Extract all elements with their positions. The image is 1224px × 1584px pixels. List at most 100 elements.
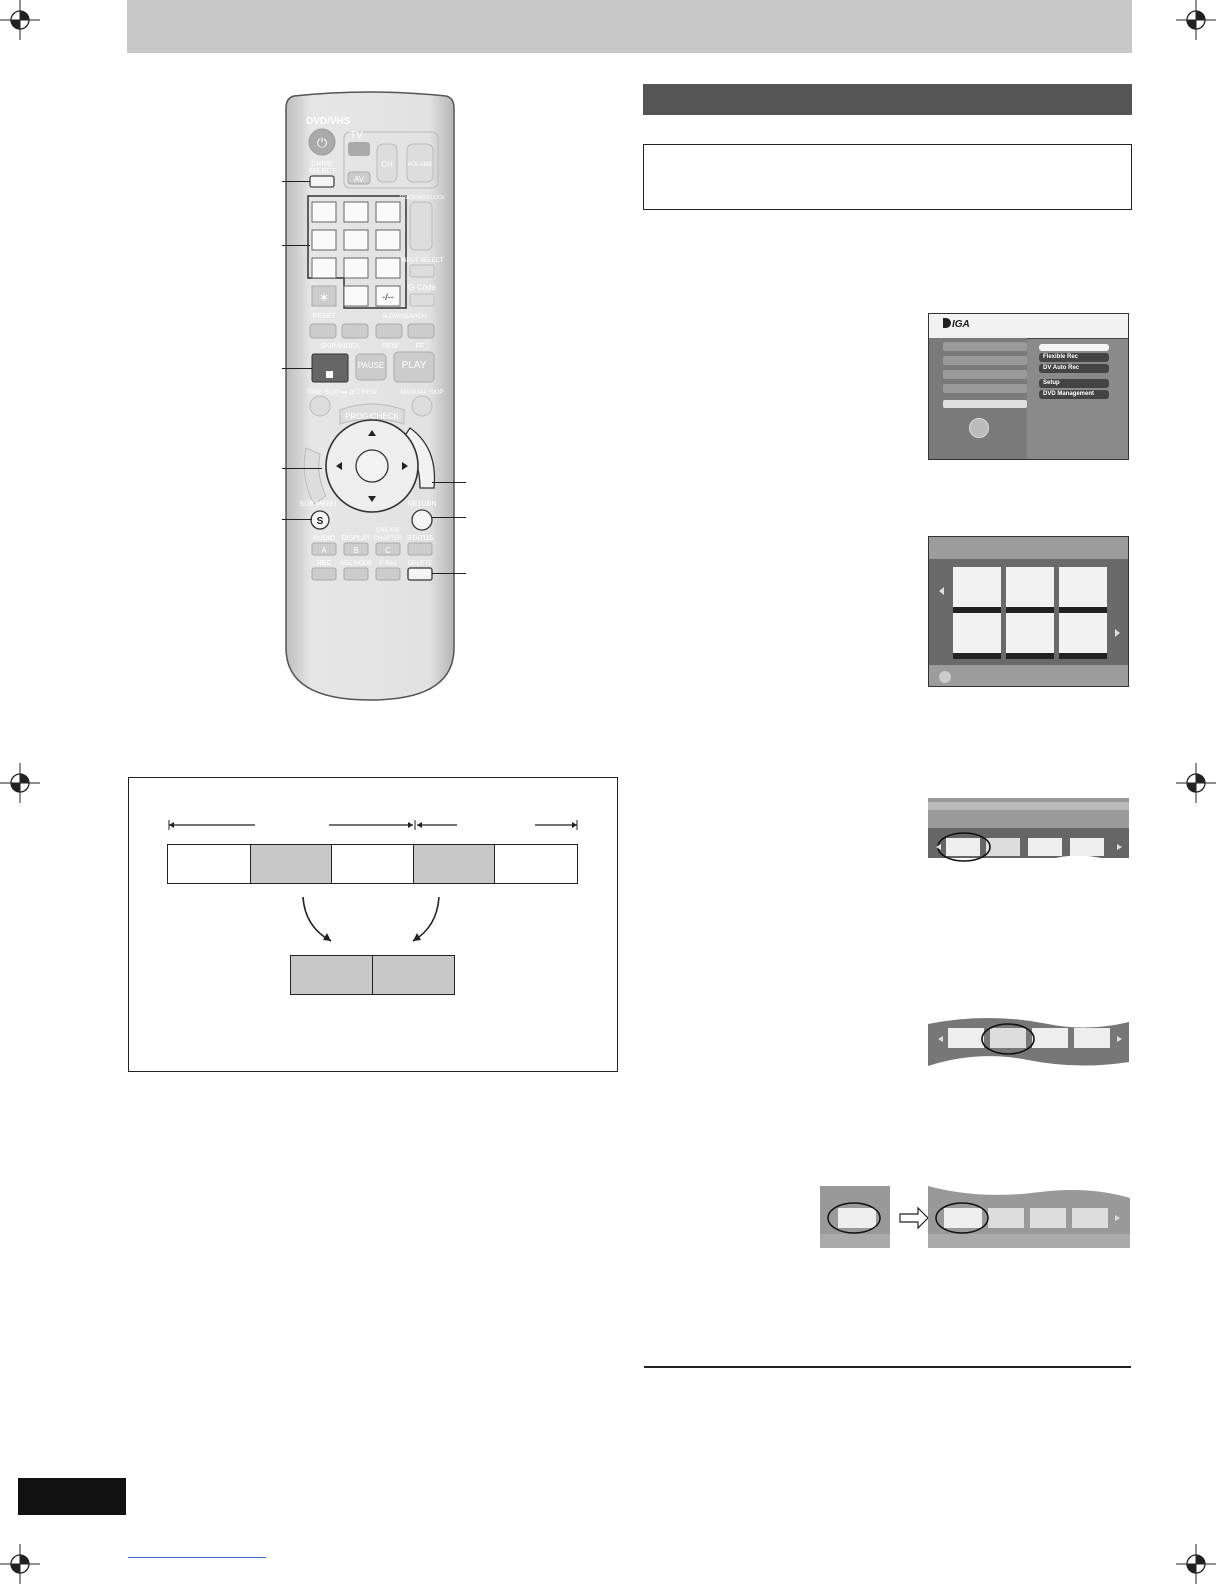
footer-rule bbox=[644, 1366, 1131, 1368]
menu-highlight-bar[interactable] bbox=[1039, 344, 1109, 351]
sub-menu-key-label: S bbox=[317, 516, 324, 527]
result-segment-2 bbox=[372, 955, 455, 995]
return-button[interactable] bbox=[411, 509, 433, 531]
film-strip-before-after bbox=[820, 1186, 1130, 1248]
play-label: PLAY bbox=[402, 360, 427, 371]
left-arrow-icon[interactable] bbox=[939, 587, 944, 595]
film-strip-screen-2 bbox=[928, 1018, 1129, 1066]
key-a-label: A bbox=[321, 546, 327, 555]
key-c-label: C bbox=[385, 546, 391, 555]
input-select-button[interactable] bbox=[409, 264, 435, 278]
stop-button[interactable] bbox=[311, 353, 349, 383]
enter-button[interactable] bbox=[355, 449, 389, 483]
segment-1 bbox=[167, 844, 251, 884]
number-key-zero[interactable] bbox=[343, 285, 369, 307]
ch-rocker[interactable] bbox=[376, 143, 398, 183]
star-key-label: ∗ bbox=[319, 290, 329, 304]
return-label: RETURN bbox=[407, 501, 436, 508]
reset-label: RESET bbox=[312, 313, 336, 320]
time-slip-button[interactable] bbox=[309, 395, 331, 417]
callout-line-drive-select bbox=[282, 181, 310, 183]
manual-skip-label: MANUAL SKIP bbox=[400, 389, 443, 396]
thumbnail[interactable] bbox=[1059, 613, 1107, 659]
callout-line-return bbox=[432, 517, 466, 519]
skip-forward-button[interactable] bbox=[341, 323, 369, 339]
rec-mode-button[interactable] bbox=[343, 567, 369, 581]
pause-label: PAUSE bbox=[358, 361, 385, 370]
number-key[interactable] bbox=[311, 201, 337, 223]
drive-select-button[interactable] bbox=[309, 175, 335, 188]
thumbnail[interactable] bbox=[1006, 567, 1054, 613]
rec-mode-label: REC MODE bbox=[340, 561, 372, 567]
number-key[interactable] bbox=[375, 229, 401, 251]
footer-link-underline[interactable] bbox=[128, 1557, 266, 1558]
create-chapter-c-button[interactable] bbox=[375, 542, 401, 556]
thumbnail[interactable] bbox=[1006, 613, 1054, 659]
thumbnail[interactable] bbox=[953, 613, 1001, 659]
number-key[interactable] bbox=[343, 201, 369, 223]
menu-option-flexible-rec[interactable]: Flexible Rec bbox=[1039, 353, 1109, 362]
volume-label: VOLUME bbox=[407, 162, 432, 168]
number-key[interactable] bbox=[311, 257, 337, 279]
audio-a-button[interactable] bbox=[311, 542, 337, 556]
star-key[interactable] bbox=[311, 285, 337, 307]
registration-mark-mid-left bbox=[0, 763, 40, 803]
ff-button[interactable] bbox=[407, 323, 435, 339]
prog-check-label: PROG/CHECK bbox=[345, 412, 399, 421]
note-box bbox=[643, 144, 1132, 210]
thumbnail[interactable] bbox=[953, 567, 1001, 613]
menu-option-setup[interactable]: Setup bbox=[1039, 379, 1109, 388]
registration-mark-bottom-right bbox=[1176, 1544, 1216, 1584]
registration-mark-mid-right bbox=[1176, 763, 1216, 803]
f-rec-label: F Rec bbox=[379, 560, 397, 567]
film-strip-screen-1 bbox=[928, 798, 1129, 876]
menu-item-row[interactable] bbox=[943, 370, 1027, 379]
rec-button[interactable] bbox=[311, 567, 337, 581]
remote-control-illustration: DVD/VHS ⏻ TV AV CH VOLUME DRIVE SELECT -… bbox=[285, 91, 455, 701]
dash-key-label: -/-- bbox=[382, 292, 394, 302]
number-key[interactable] bbox=[375, 201, 401, 223]
skip-index-label: SKIP/INDEX bbox=[320, 343, 360, 350]
callout-line-number-pad bbox=[282, 245, 310, 247]
grid-header bbox=[929, 537, 1128, 559]
display-b-button[interactable] bbox=[343, 542, 369, 556]
av-label: AV bbox=[354, 175, 365, 184]
number-key[interactable] bbox=[343, 257, 369, 279]
pause-button[interactable] bbox=[355, 353, 387, 381]
g-code-label: G-Code bbox=[408, 283, 437, 292]
thumbnail[interactable] bbox=[1059, 567, 1107, 613]
tv-power-button[interactable] bbox=[348, 142, 370, 156]
delete-button[interactable] bbox=[407, 567, 433, 581]
power-button[interactable] bbox=[308, 128, 336, 156]
number-key[interactable] bbox=[311, 229, 337, 251]
dash-key[interactable] bbox=[375, 285, 401, 307]
status-button[interactable] bbox=[407, 542, 433, 556]
svg-text:⏻: ⏻ bbox=[317, 135, 327, 150]
callout-line-stop bbox=[282, 368, 312, 370]
tv-label: TV bbox=[350, 130, 363, 141]
volume-rocker[interactable] bbox=[406, 143, 434, 183]
menu-item-row[interactable] bbox=[943, 342, 1027, 351]
menu-item-row[interactable] bbox=[943, 356, 1027, 365]
av-button[interactable] bbox=[347, 171, 371, 185]
right-arrow-icon[interactable] bbox=[1115, 629, 1120, 637]
f-rec-button[interactable] bbox=[375, 567, 401, 581]
menu-option-dv-auto-rec[interactable]: DV Auto Rec bbox=[1039, 364, 1109, 373]
menu-option-dvd-management[interactable]: DVD Management bbox=[1039, 390, 1109, 399]
callout-line-sub-menu bbox=[282, 519, 312, 521]
thumbnail-grid-screen bbox=[928, 536, 1129, 687]
g-code-button[interactable] bbox=[409, 293, 435, 307]
rew-button[interactable] bbox=[375, 323, 403, 339]
menu-item-row[interactable] bbox=[943, 384, 1027, 393]
segment-5 bbox=[494, 844, 578, 884]
manual-skip-button[interactable] bbox=[411, 395, 433, 417]
playlist-diagram bbox=[128, 777, 618, 1072]
number-key[interactable] bbox=[343, 229, 369, 251]
skip-back-button[interactable] bbox=[309, 323, 337, 339]
play-button[interactable] bbox=[393, 351, 435, 383]
tracking-rocker[interactable] bbox=[409, 201, 433, 251]
diagram-range-markers bbox=[168, 820, 578, 830]
registration-mark-top-left bbox=[0, 0, 40, 40]
number-key[interactable] bbox=[375, 257, 401, 279]
menu-item-row-selected[interactable] bbox=[943, 400, 1027, 408]
